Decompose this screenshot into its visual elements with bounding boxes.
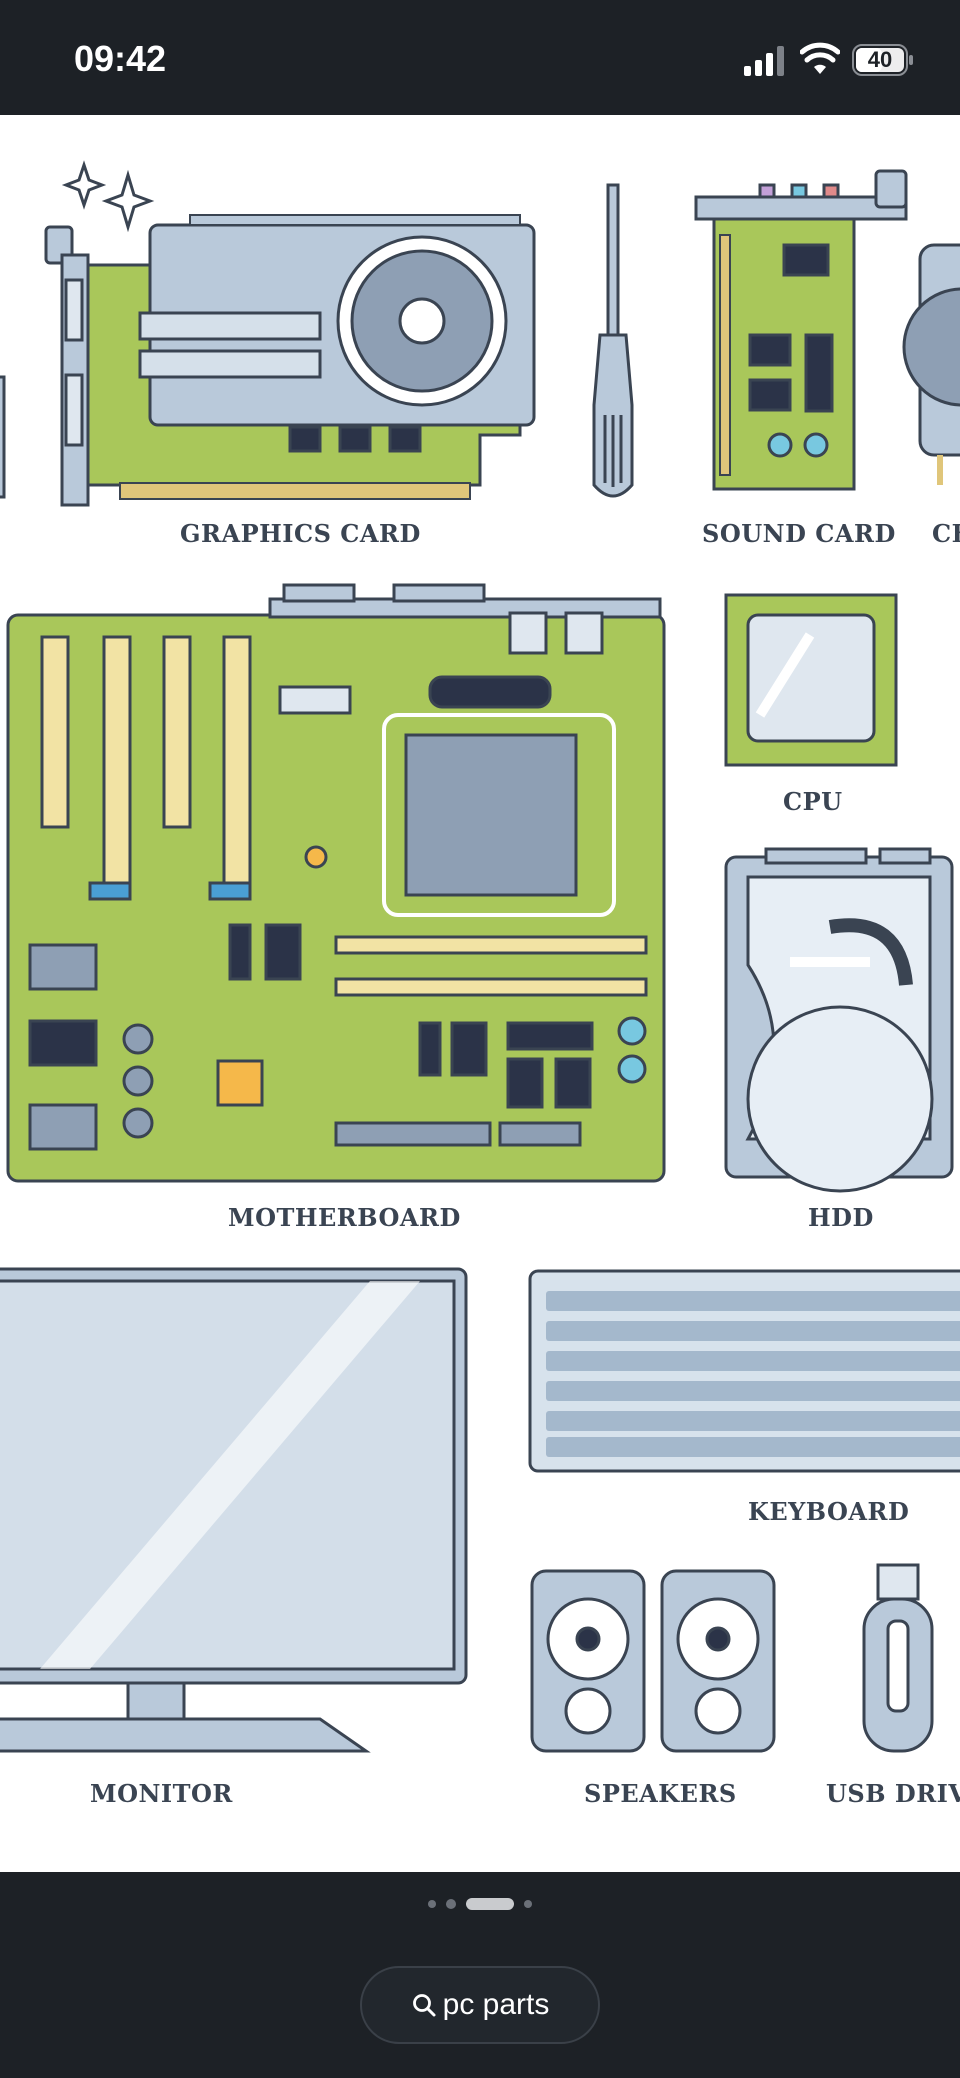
label-cut-right: CH — [932, 519, 960, 548]
hdd-graphic — [724, 847, 954, 1193]
search-query: pc parts — [442, 1988, 550, 2021]
page-dot[interactable] — [524, 1900, 532, 1908]
label-usb-drive: USB DRIVE — [826, 1779, 960, 1808]
sound-card-graphic — [694, 169, 908, 491]
status-time: 09:42 — [74, 38, 167, 79]
wifi-icon — [800, 42, 840, 74]
pc-parts-illustration — [0, 160, 960, 1753]
screwdriver-graphic — [592, 183, 634, 498]
battery-level: 40 — [867, 47, 893, 72]
search-icon — [412, 1994, 436, 2017]
page-dot[interactable] — [446, 1899, 456, 1909]
label-cpu: CPU — [783, 787, 843, 816]
label-sound-card: SOUND CARD — [702, 519, 896, 548]
sparkle-icon — [61, 160, 155, 233]
search-button[interactable]: pc parts — [360, 1966, 600, 2044]
cut-part-left — [0, 375, 6, 499]
label-graphics-card: GRAPHICS CARD — [180, 519, 421, 548]
label-speakers: SPEAKERS — [584, 1779, 737, 1808]
image-viewer[interactable]: GRAPHICS CARD SOUND CARD CH CPU MOTHERBO… — [0, 115, 960, 1872]
label-keyboard: KEYBOARD — [748, 1497, 910, 1526]
battery-icon — [852, 44, 913, 76]
bottom-bar: pc parts — [0, 1872, 960, 2078]
signal-icon — [744, 46, 784, 76]
graphics-card-graphic — [44, 214, 536, 507]
label-hdd: HDD — [808, 1203, 874, 1232]
motherboard-graphic — [6, 583, 666, 1183]
cpu-graphic — [724, 593, 898, 767]
monitor-graphic — [0, 1267, 468, 1753]
usb-drive-graphic — [862, 1563, 934, 1753]
page-indicator[interactable] — [0, 1894, 960, 1914]
speakers-graphic — [530, 1569, 776, 1753]
page-dot[interactable] — [428, 1900, 436, 1908]
label-monitor: MONITOR — [90, 1779, 233, 1808]
cpu-cooler-graphic — [902, 243, 960, 485]
status-bar: 09:42 40 — [0, 0, 960, 115]
page-dot-active[interactable] — [466, 1898, 514, 1910]
label-motherboard: MOTHERBOARD — [228, 1203, 461, 1232]
keyboard-graphic — [528, 1269, 960, 1473]
